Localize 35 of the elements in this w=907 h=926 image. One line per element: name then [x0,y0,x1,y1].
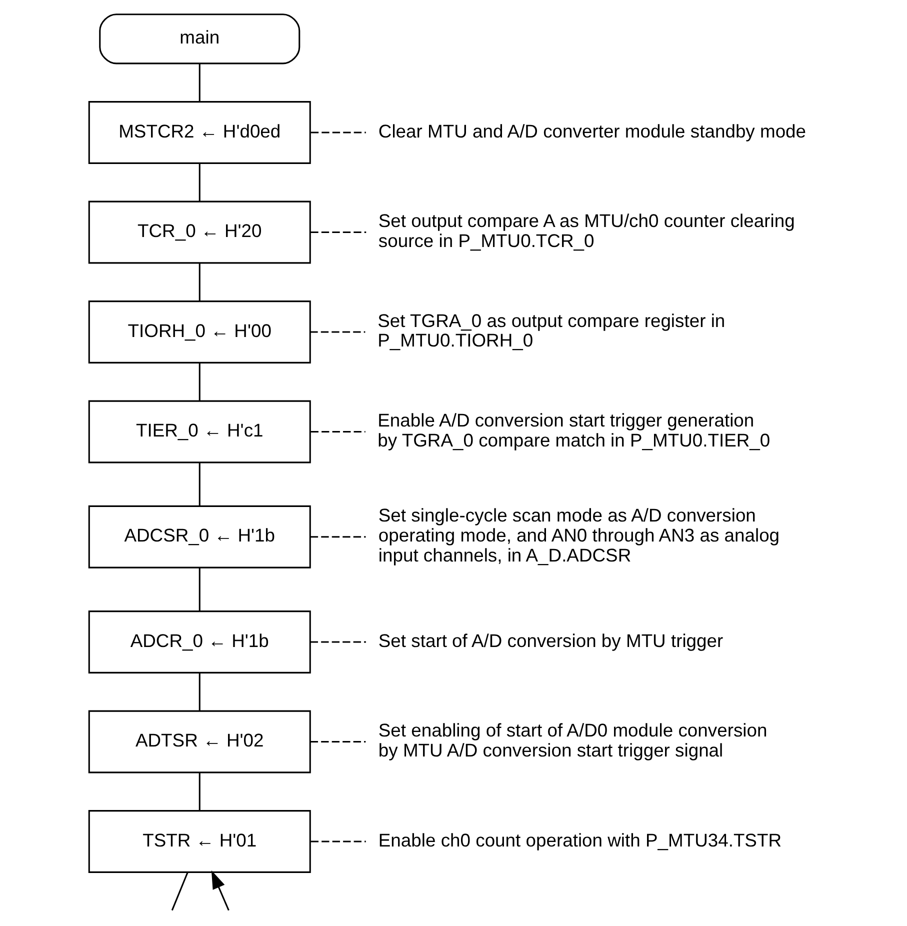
node-box: ADCR_0 ← H'1b [88,610,310,674]
node-box: TIORH_0 ← H'00 [88,300,310,364]
node-text: Set TGRA_0 as output compare register in P_MTU0.TIORH_0 [377,310,725,351]
connector [310,641,366,643]
node-text: Clear MTU and A/D converter module standby mode [378,120,806,142]
node-box: TSTR ← H'01 [88,810,310,873]
node-box: ADCSR_0 ← H'1b [88,505,310,568]
node-text: Set enabling of start of A/D0 module conversion by MTU A/D conversion start trigger signal [378,720,767,760]
connector [310,231,366,234]
connector [198,64,200,102]
connector [198,263,200,302]
connector [198,772,200,811]
node-text: Set start of A/D conversion by MTU trigger [378,630,723,651]
connector [310,740,366,743]
node-text: Set output compare A as MTU/ch0 counter clearing source in P_MTU0.TCR_0 [378,210,794,251]
connector [198,164,200,202]
connector [198,462,200,506]
node-box: TIER_0 ← H'c1 [88,400,310,464]
node-text: Enable A/D conversion start trigger generation by TGRA_0 compare match in P_MTU0.TIER_0 [377,410,770,450]
connector [198,568,200,611]
connector [310,132,366,134]
node-box: TCR_0 ← H'20 [88,200,310,264]
connector [170,872,188,911]
connector [310,331,365,333]
node-text: Enable ch0 count operation with P_MTU34.TSTR [378,829,782,850]
connector [310,840,366,842]
node-text: Set single-cycle scan mode as A/D conversion operating mode, and AN0 through AN3 as analog input channels, in A_D.ADCSR [378,504,780,566]
node-box: main [98,14,300,64]
connector [310,536,366,538]
node-box: MSTCR2 ← H'd0ed [88,101,310,164]
node-box: ADTSR ← H'02 [88,710,310,774]
connector [310,430,365,433]
connector [198,673,200,711]
connector [198,363,200,401]
arrow [210,870,229,911]
